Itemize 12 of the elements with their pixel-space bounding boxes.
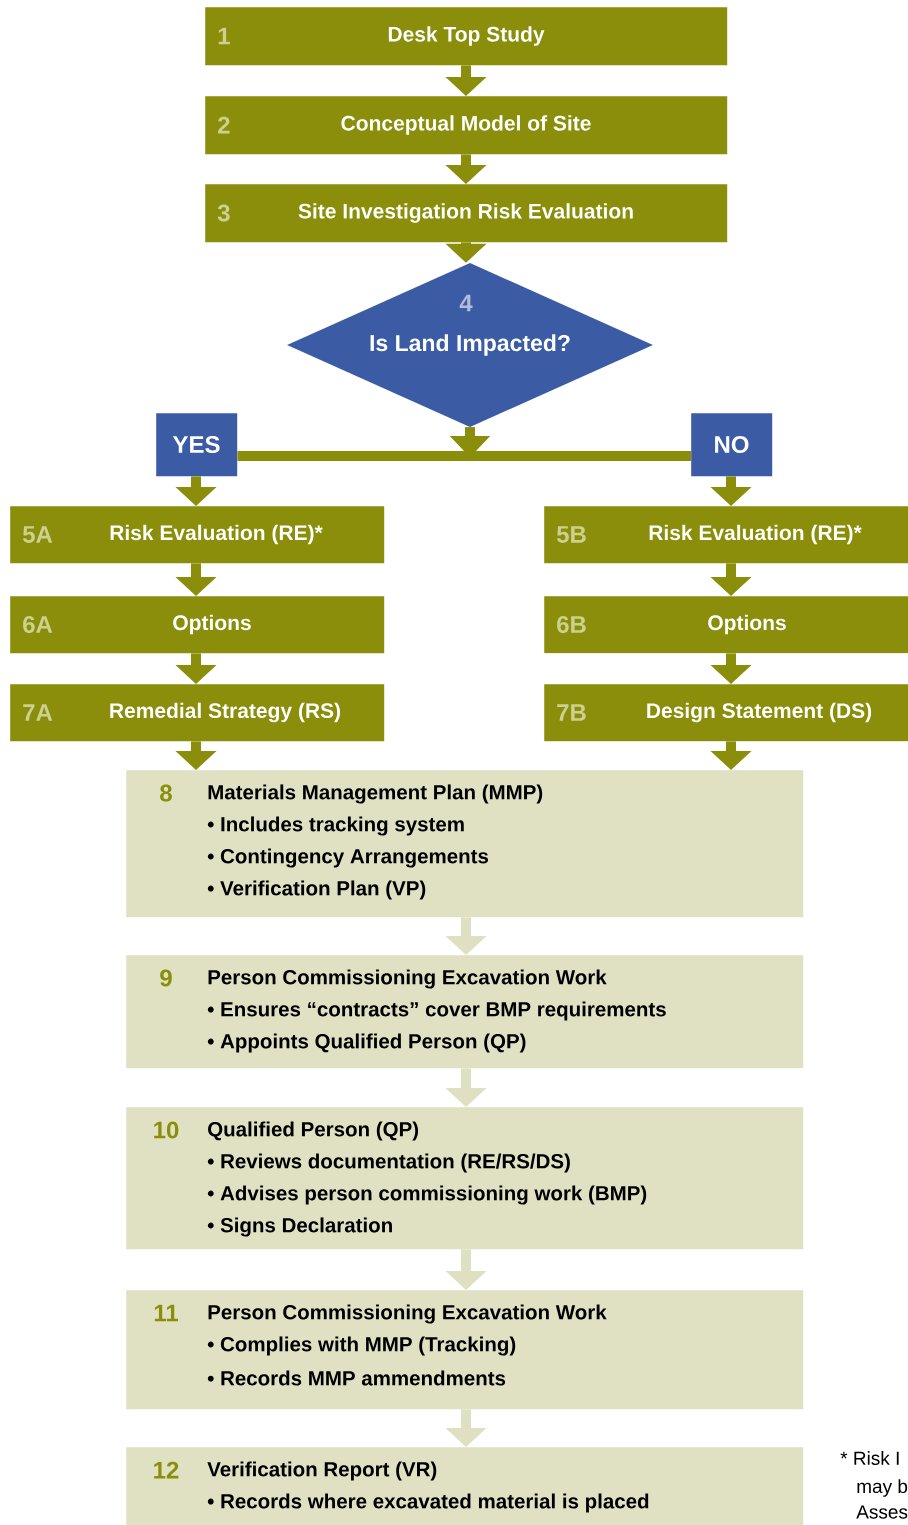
- step-box: 11 Person Commissioning Excavation Work • Complies with MMP (Tracking) • Records MMP ammendments: [126, 1290, 804, 1410]
- step-box: 8 Materials Management Plan (MMP) • Includes tracking system • Contingency Arrangements • Verification Plan (VP): [126, 770, 804, 918]
- footnote-text: Asses: [856, 1505, 908, 1519]
- footnote-text: may b: [857, 1479, 908, 1497]
- arrow: [450, 427, 691, 461]
- footnote-text: * Risk I: [840, 1451, 899, 1465]
- answer-box: YES: [156, 413, 238, 477]
- step-box: 12 Verification Report (VR) • Records where excavated material is placed: [126, 1447, 804, 1525]
- step-box: 10 Qualified Person (QP) • Reviews documentation (RE/RS/DS) • Advises person commissioning work (BMP) • Signs Declaration: [126, 1107, 804, 1250]
- process-box: 1 Desk Top Study: [205, 7, 728, 66]
- step-box: 9 Person Commissioning Excavation Work • Ensures “contracts” cover BMP requirements • Appoints Qualified Person (QP): [126, 955, 804, 1069]
- answer-box: NO: [691, 413, 773, 477]
